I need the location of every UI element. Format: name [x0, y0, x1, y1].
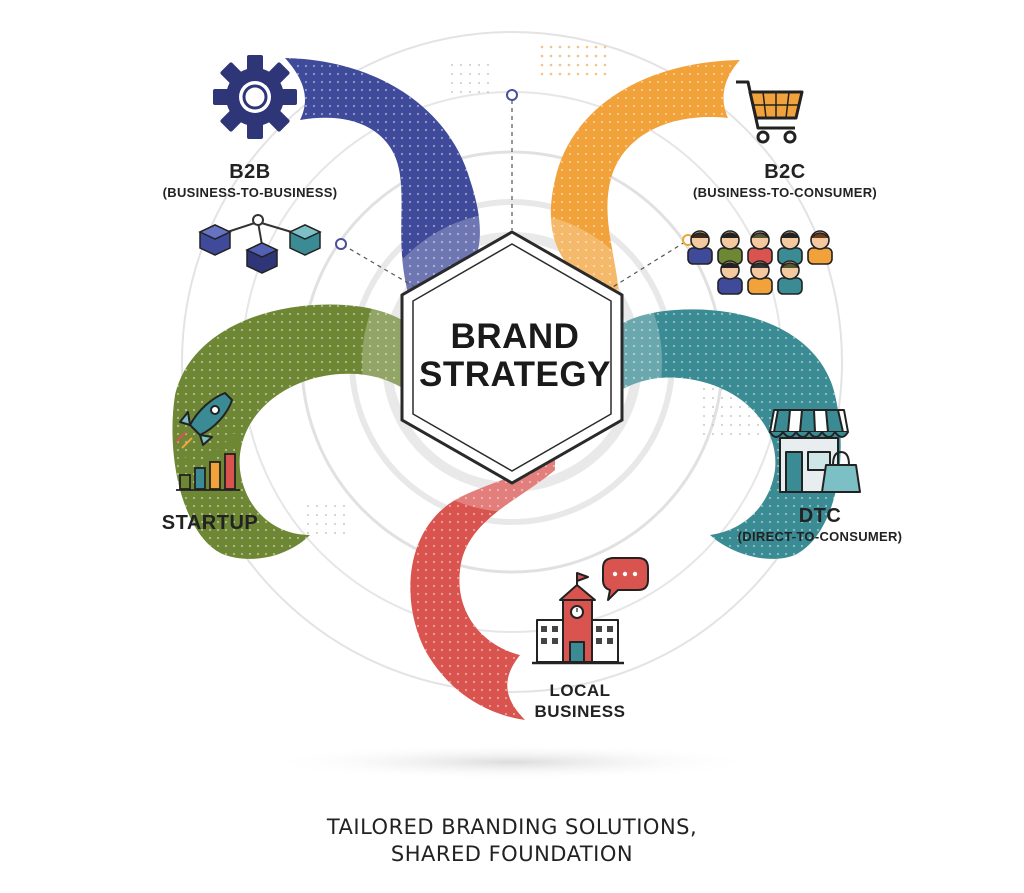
dtc-band-texture	[598, 309, 841, 559]
tagline-line1: TAILORED BRANDING SOLUTIONS,	[326, 815, 698, 839]
local-business-title-line2: BUSINESS	[534, 702, 626, 721]
dot-cluster	[535, 45, 607, 81]
tagline-line2: SHARED FOUNDATION	[390, 842, 634, 866]
startup-band-texture	[172, 304, 425, 559]
network-cubes-icon	[198, 214, 322, 274]
b2c-band-texture	[550, 60, 740, 300]
b2c-label: B2C (BUSINESS-TO-CONSUMER)	[680, 160, 890, 201]
tagline: TAILORED BRANDING SOLUTIONS, SHARED FOUN…	[262, 814, 762, 868]
town-hall-icon	[532, 572, 624, 665]
dtc-subtitle: (DIRECT-TO-CONSUMER)	[737, 529, 903, 544]
dot-cluster	[450, 60, 490, 100]
local-business-label: LOCAL BUSINESS	[520, 680, 640, 722]
b2b-label: B2B (BUSINESS-TO-BUSINESS)	[150, 160, 350, 201]
center-title-line1: BRAND	[450, 317, 580, 356]
dtc-title: DTC	[798, 505, 842, 527]
floor-shadow	[262, 744, 762, 780]
growth-chart-icon	[176, 432, 240, 491]
center-title: BRAND STRATEGY	[410, 318, 620, 394]
dtc-label: DTC (DIRECT-TO-CONSUMER)	[720, 504, 920, 545]
speech-bubble-icon	[602, 557, 649, 601]
connector-lines	[342, 100, 686, 291]
b2c-subtitle: (BUSINESS-TO-CONSUMER)	[692, 185, 878, 200]
b2b-subtitle: (BUSINESS-TO-BUSINESS)	[162, 185, 338, 200]
rocket-icon	[175, 392, 233, 449]
local-business-title-line1: LOCAL	[549, 681, 611, 700]
startup-title: STARTUP	[161, 512, 259, 534]
dot-cluster	[300, 500, 350, 540]
b2c-title: B2C	[764, 161, 806, 183]
b2b-title: B2B	[229, 161, 271, 183]
local-business-band-texture	[410, 440, 555, 720]
shopping-bag-icon	[821, 451, 861, 493]
shopping-cart-icon	[736, 80, 804, 144]
storefront-icon	[769, 409, 849, 493]
people-group-icon	[687, 230, 833, 295]
connector-nodes	[335, 89, 694, 250]
gear-icon	[213, 55, 297, 139]
center-hexagon-inner	[412, 243, 612, 472]
center-title-line2: STRATEGY	[419, 355, 611, 394]
b2b-band-texture	[285, 58, 480, 300]
